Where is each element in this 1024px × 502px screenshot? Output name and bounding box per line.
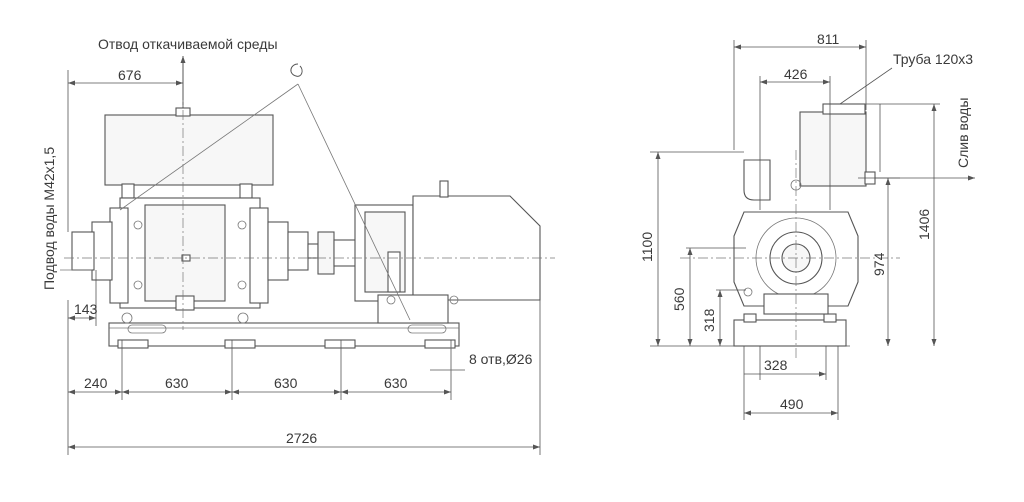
dim-328: 328 (764, 357, 788, 373)
motor-body (412, 195, 541, 301)
discharge-label: Отвод откачиваемой среды (98, 36, 278, 52)
dim-974: 974 (871, 252, 887, 276)
dim-676: 676 (118, 67, 142, 83)
coupling (317, 231, 335, 275)
dim-426: 426 (784, 66, 808, 82)
side-view: 811 426 Труба 120х3 Слив воды 1100 560 3… (639, 31, 975, 420)
holes-label: 8 отв,Ø26 (469, 351, 533, 367)
dim-630-2: 630 (274, 375, 298, 391)
water-drain-label: Слив воды (955, 98, 971, 168)
dim-1100: 1100 (639, 232, 655, 262)
lifting-hook-icon (290, 63, 303, 77)
pipe-label: Труба 120х3 (893, 51, 973, 67)
separator-tank (104, 114, 274, 186)
dim-143: 143 (74, 301, 98, 317)
dim-560: 560 (671, 287, 687, 311)
dim-490: 490 (780, 396, 804, 412)
side-pipe (743, 159, 771, 201)
side-base (733, 319, 847, 347)
dim-1406: 1406 (916, 209, 932, 240)
dim-630-1: 630 (165, 375, 189, 391)
dim-240: 240 (84, 375, 108, 391)
front-view: Отвод откачиваемой среды Подвод воды М42… (41, 36, 555, 455)
dim-811: 811 (817, 31, 840, 47)
side-separator (799, 111, 867, 187)
dim-630-3: 630 (384, 375, 408, 391)
dim-318: 318 (701, 308, 717, 332)
water-inlet-label: Подвод воды М42х1,5 (41, 147, 57, 290)
dim-2726: 2726 (286, 430, 317, 446)
base-frame (108, 322, 460, 347)
